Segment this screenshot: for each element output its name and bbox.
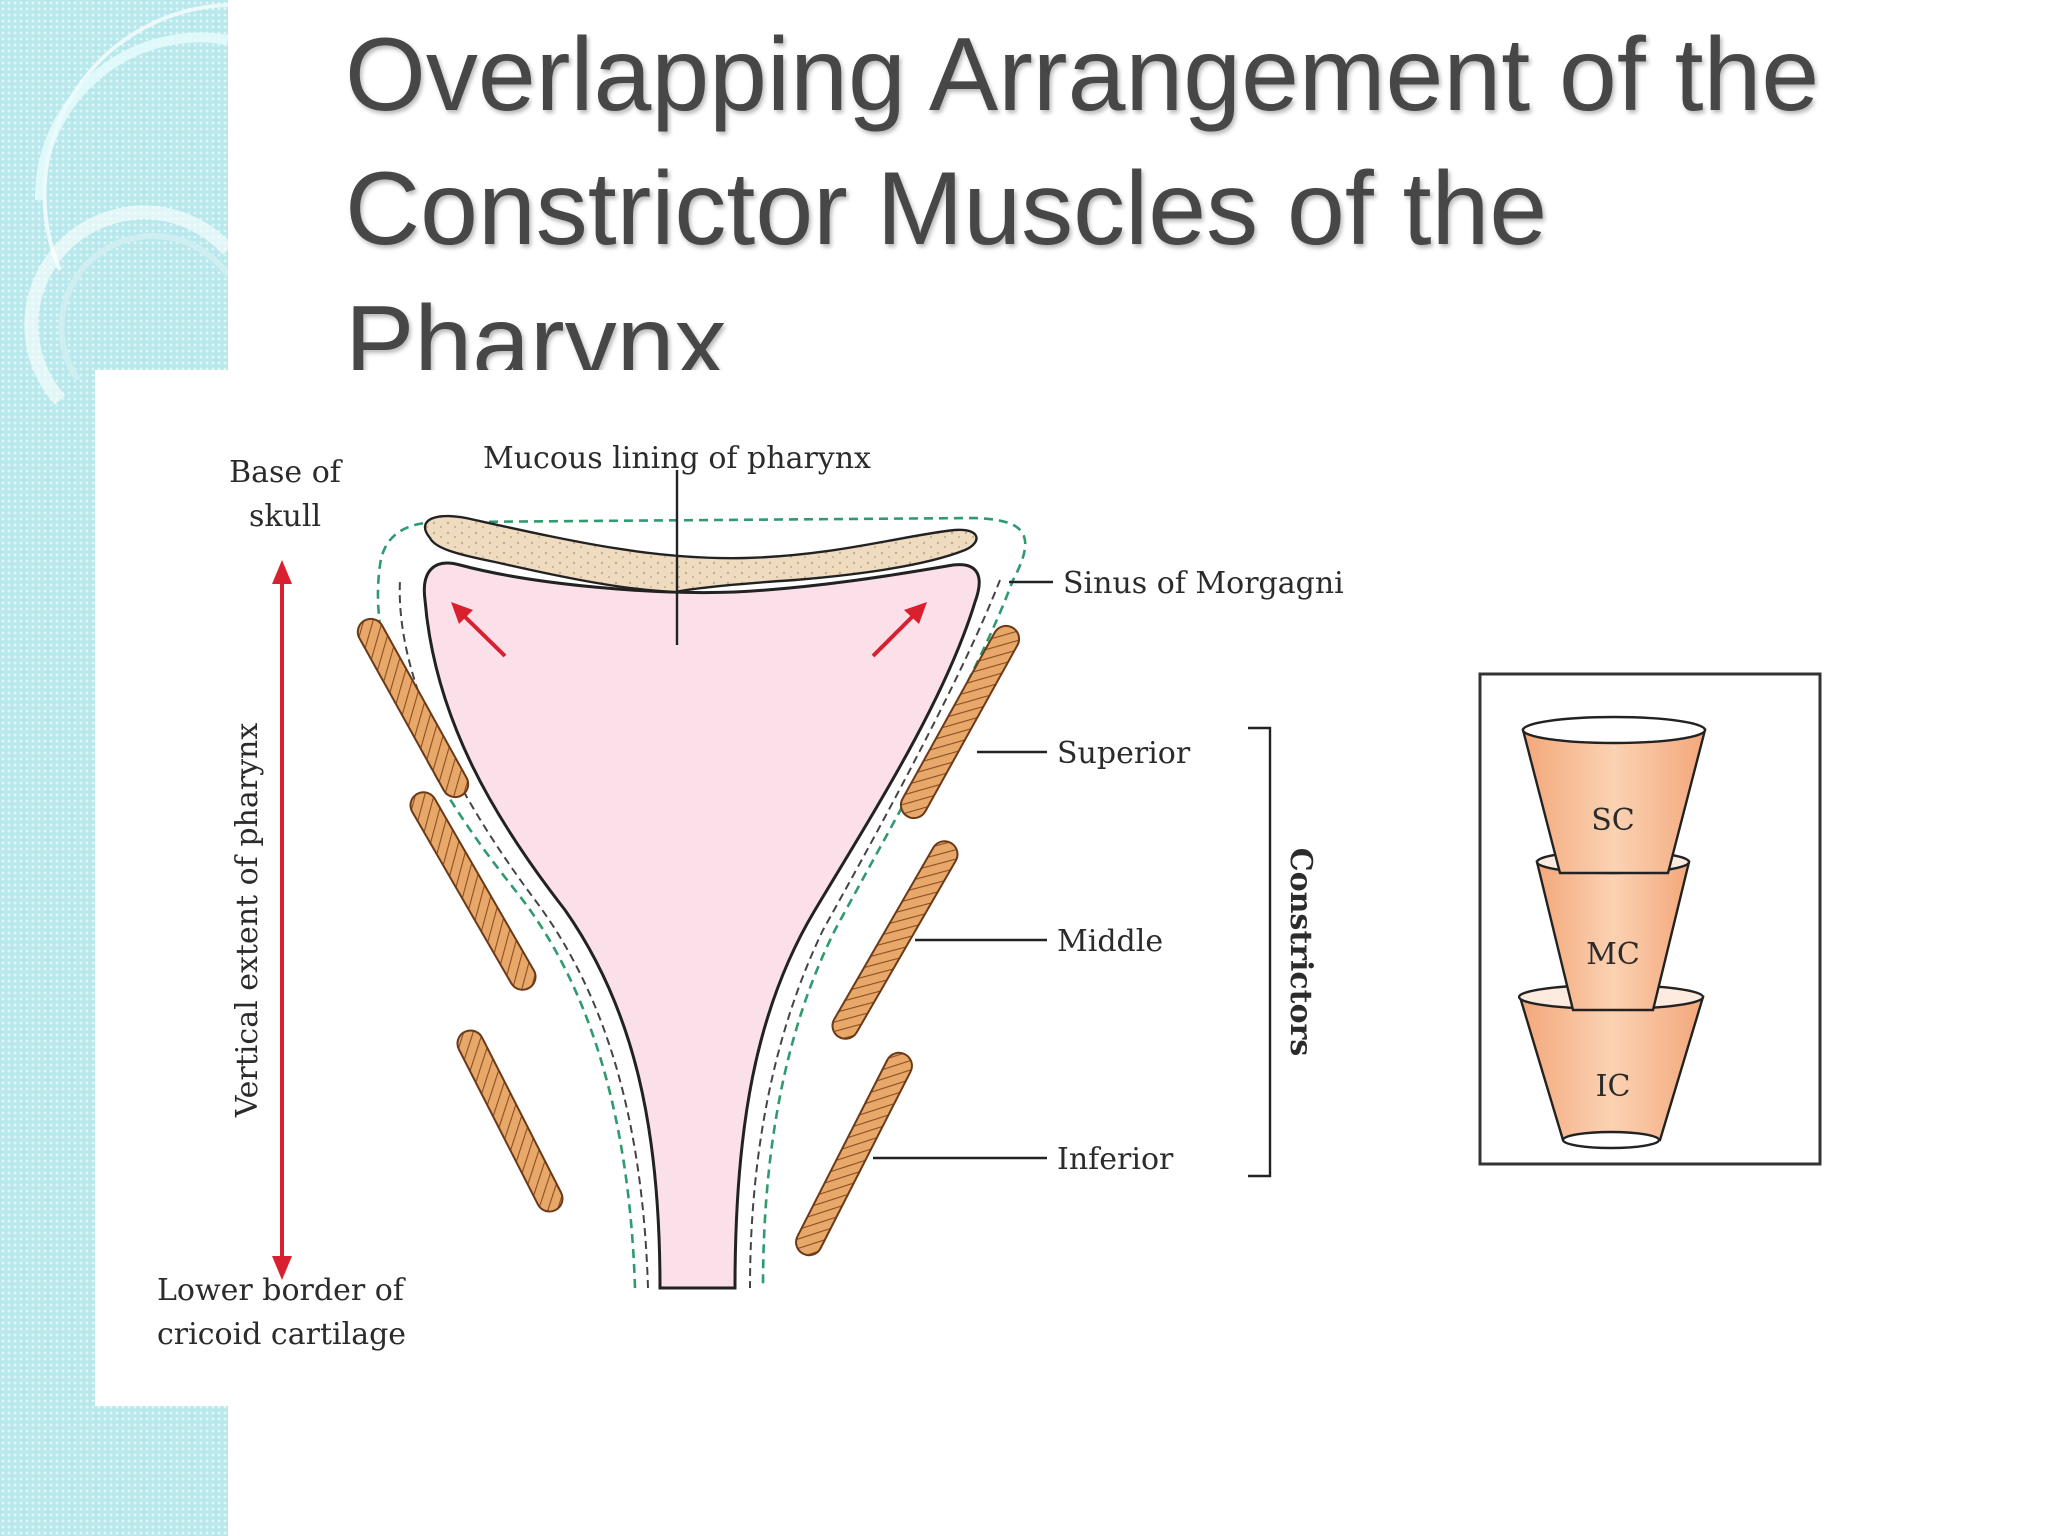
pharynx-diagram: Base of skull Vertical extent of pharynx…: [157, 441, 1822, 1352]
muscle-strip-left-middle: [409, 791, 537, 991]
figure-panel: Base of skull Vertical extent of pharynx…: [95, 370, 2048, 1406]
label-ic: IC: [1596, 1069, 1631, 1104]
ring-arc-small-inner: [58, 232, 228, 382]
label-inferior: Inferior: [1057, 1142, 1174, 1177]
label-base-of-skull-line1: Base of: [229, 455, 343, 490]
muscle-strip-right-middle: [831, 840, 959, 1040]
label-sc: SC: [1591, 803, 1635, 838]
decorative-ring-swirls: [24, 3, 228, 405]
label-mc: MC: [1586, 937, 1640, 972]
mucous-lining-band: [423, 514, 978, 594]
muscle-strip-right-inferior: [795, 1051, 913, 1257]
label-mucous-lining: Mucous lining of pharynx: [483, 441, 871, 476]
red-arrow-left: [451, 602, 507, 658]
label-base-of-skull-line2: skull: [249, 499, 321, 534]
label-superior: Superior: [1057, 736, 1191, 771]
muscle-strip-left-inferior: [456, 1029, 564, 1213]
right-muscle-strips: [795, 624, 1021, 1257]
cup-superior: [1521, 715, 1707, 875]
vertical-extent-arrow: [272, 560, 292, 1280]
ring-arc-outer: [34, 32, 228, 201]
inner-dashed-line: [398, 579, 1001, 1289]
constrictors-bracket: [1248, 726, 1272, 1178]
label-sinus-of-morgagni: Sinus of Morgagni: [1063, 566, 1344, 601]
label-middle: Middle: [1057, 924, 1163, 959]
label-constrictors: Constrictors: [1283, 848, 1318, 1056]
red-arrow-right: [871, 602, 927, 658]
label-vertical-extent: Vertical extent of pharynx: [230, 723, 265, 1119]
muscle-strip-right-superior: [899, 624, 1021, 820]
slide-title: Overlapping Arrangement of the Constrict…: [345, 17, 1820, 401]
label-lower-border-line2: cricoid cartilage: [157, 1317, 406, 1352]
left-muscle-strips: [356, 617, 564, 1213]
ring-arc-small: [24, 205, 228, 405]
sinus-dashed-outline: [376, 516, 1027, 1289]
pharynx-lumen: [422, 561, 981, 1290]
muscle-strip-left-superior: [356, 617, 470, 799]
label-lower-border-line1: Lower border of: [157, 1273, 406, 1308]
